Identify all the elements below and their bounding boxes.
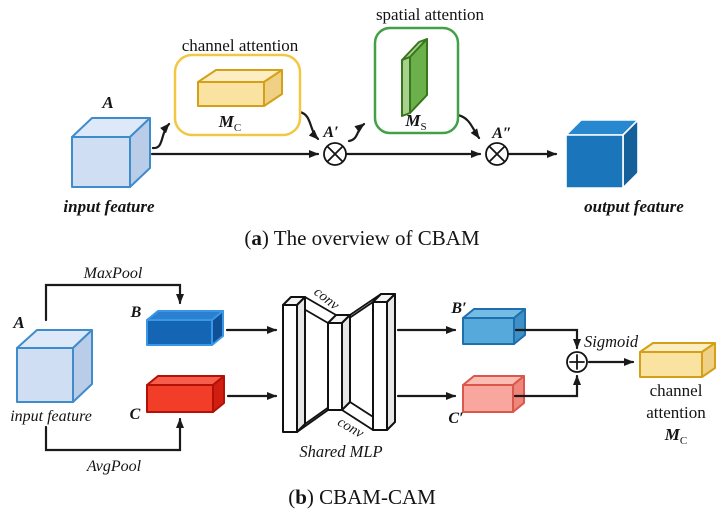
input-feature-label-a: input feature xyxy=(63,197,155,216)
layer-side-face xyxy=(296,296,306,433)
output-mc-label: MC xyxy=(664,425,687,447)
layer-front-face xyxy=(327,322,343,411)
channel-attention-output-tensor xyxy=(639,342,716,378)
input-feature-cube-b xyxy=(16,329,93,403)
mlp-funnel-line xyxy=(296,409,329,433)
label-a-prime: A′ xyxy=(322,124,338,141)
tensor-front-face xyxy=(639,351,703,378)
curve-arrow-input-to-channel xyxy=(151,122,171,150)
shared-mlp: conv conv Shared MLP xyxy=(282,284,396,461)
spatial-attention-box: MS xyxy=(373,26,460,135)
cube-front-face xyxy=(565,134,624,189)
curve-arrow-mult1-to-spatial xyxy=(347,122,366,143)
mlp-funnel-line xyxy=(349,293,382,316)
label-c: C xyxy=(130,406,141,423)
panel-b-cam: MaxPool AvgPool A input feature B C xyxy=(10,265,716,509)
spatial-attention-slab xyxy=(401,38,428,117)
sigmoid-label: Sigmoid xyxy=(584,332,639,351)
tensor-front-face xyxy=(146,319,213,346)
multiply-node-1 xyxy=(323,142,347,166)
tensor-front-face xyxy=(146,384,214,413)
avgpool-label: AvgPool xyxy=(86,458,142,475)
panel-a-overview: spatial attention channel attention MC xyxy=(63,5,684,250)
maxpool-path-arrow xyxy=(44,283,184,322)
label-a-double-prime: A″ xyxy=(491,125,512,142)
shared-mlp-label: Shared MLP xyxy=(299,442,382,461)
tensor-front-face xyxy=(462,384,514,413)
label-b-prime: B′ xyxy=(450,300,466,317)
input-feature-label-b: input feature xyxy=(10,408,92,425)
tensor-front-face xyxy=(462,317,515,345)
add-node xyxy=(566,351,588,373)
output-channel-label: channel xyxy=(650,381,703,400)
label-c-prime: C′ xyxy=(448,410,463,427)
mlp-layer-input xyxy=(282,296,306,433)
layer-front-face xyxy=(282,304,298,433)
label-b: B xyxy=(130,304,142,321)
mlp-funnel-line xyxy=(341,409,374,431)
output-feature-cube xyxy=(565,119,639,189)
cube-front-face xyxy=(16,347,74,403)
mlp-layer-hidden xyxy=(327,314,351,411)
layer-side-face xyxy=(341,314,351,411)
channel-attention-tensor xyxy=(197,69,283,107)
maxpool-tensor-b xyxy=(146,310,224,346)
conv-bottom-label: conv xyxy=(335,414,367,442)
tensor-top-face xyxy=(146,375,225,386)
tensor-c-prime xyxy=(462,375,525,413)
label-a-b: A xyxy=(12,313,24,332)
tensor-b-prime xyxy=(462,308,526,345)
tensor-top-face xyxy=(146,310,224,321)
layer-side-face xyxy=(386,293,396,431)
label-a: A xyxy=(101,93,113,112)
avgpool-path-arrow xyxy=(44,417,184,452)
curve-arrow-spatial-to-mult2 xyxy=(456,113,481,140)
multiply-node-2 xyxy=(485,142,509,166)
curve-arrow-channel-to-mult1 xyxy=(298,110,320,141)
slab-left-edge xyxy=(401,56,411,117)
channel-attention-title: channel attention xyxy=(182,36,299,55)
mlp-funnel-line xyxy=(304,296,337,316)
arrow-c-prime-to-add xyxy=(513,374,581,398)
channel-attention-box: MC xyxy=(173,53,302,137)
output-attention-label: attention xyxy=(646,403,706,422)
avgpool-tensor-c xyxy=(146,375,225,413)
maxpool-label: MaxPool xyxy=(83,265,143,282)
input-feature-cube-a xyxy=(71,117,151,188)
mc-label: MC xyxy=(218,112,241,134)
ms-label: MS xyxy=(404,111,426,133)
multiply-x2 xyxy=(489,146,505,162)
output-feature-label: output feature xyxy=(584,197,684,216)
mlp-layer-output xyxy=(372,293,396,431)
spatial-attention-title: spatial attention xyxy=(376,5,485,24)
tensor-front-face xyxy=(197,81,265,107)
multiply-x2 xyxy=(327,146,343,162)
arrow-b-prime-to-add xyxy=(514,328,581,350)
cube-front-face xyxy=(71,136,131,188)
caption-a: (a) The overview of CBAM xyxy=(244,226,480,250)
layer-front-face xyxy=(372,301,388,431)
caption-b: (b) CBAM-CAM xyxy=(288,485,436,509)
